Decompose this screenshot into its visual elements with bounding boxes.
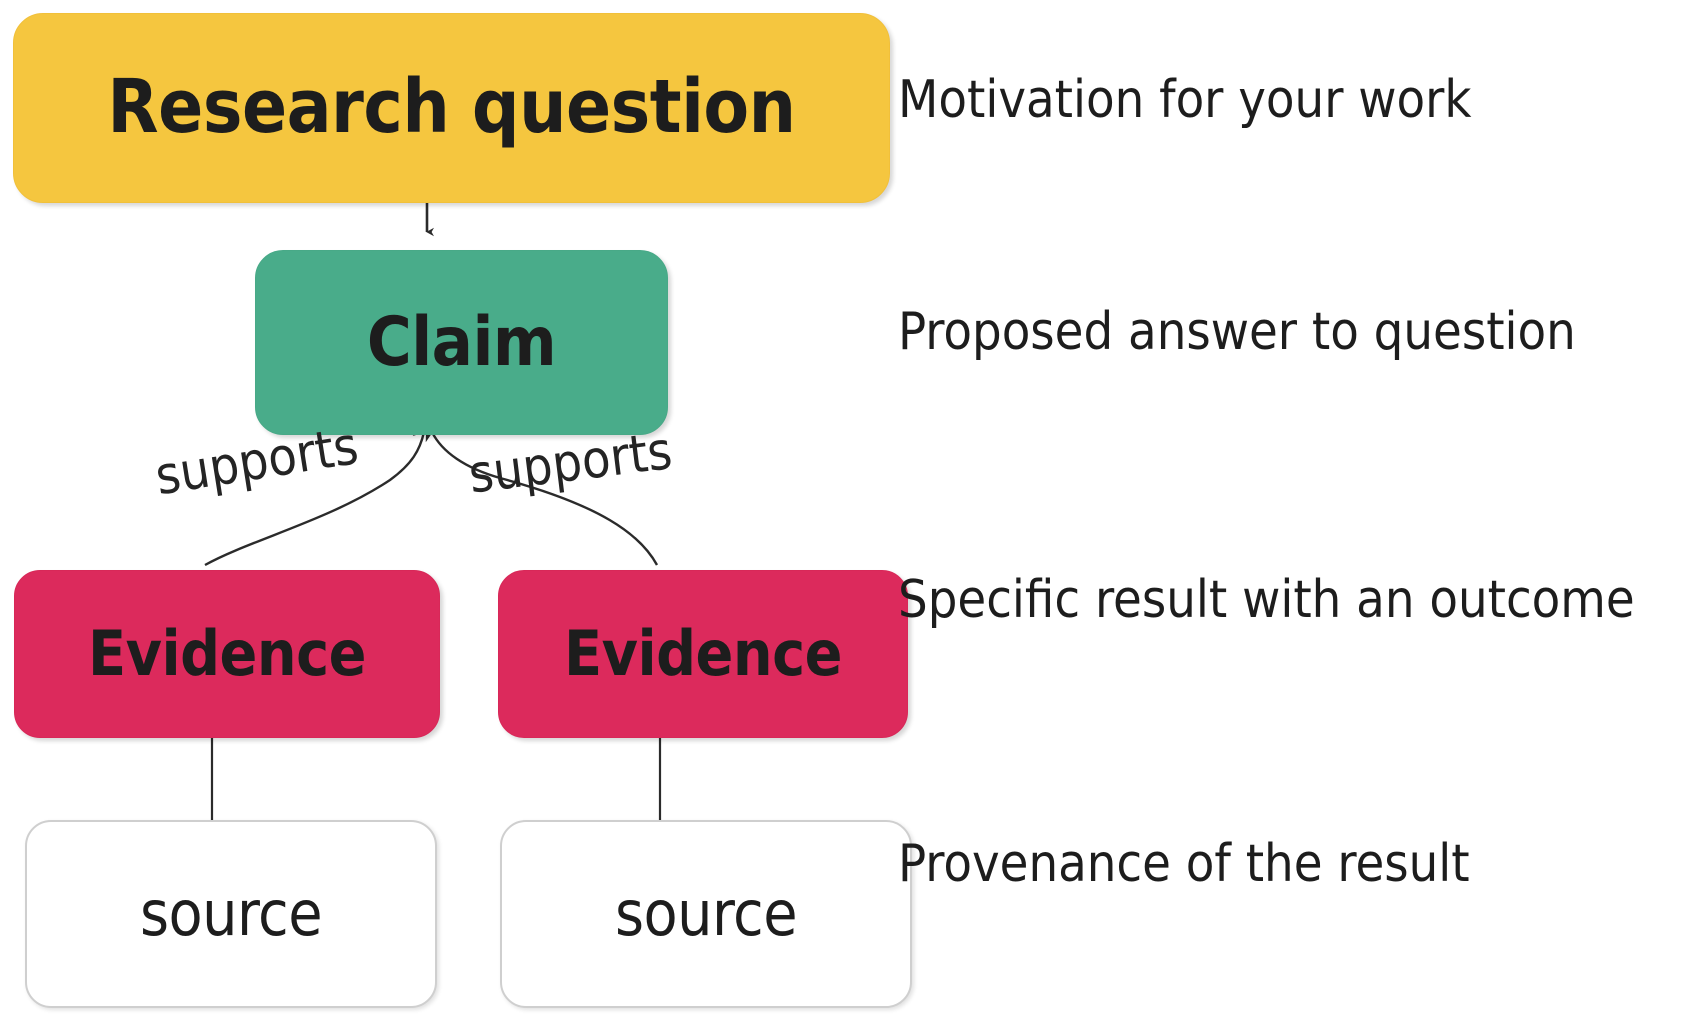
node-evidence-1[interactable]: Evidence	[14, 570, 440, 738]
node-research-question[interactable]: Research question	[13, 13, 890, 203]
node-evidence-2-label: Evidence	[564, 617, 842, 691]
node-evidence-2[interactable]: Evidence	[498, 570, 908, 738]
node-source-2[interactable]: source	[500, 820, 912, 1008]
node-claim-label: Claim	[366, 302, 557, 382]
node-source-1[interactable]: source	[25, 820, 437, 1008]
annotation-evidence: Specific result with an outcome	[898, 570, 1635, 630]
edge-label-supports-left: supports	[151, 416, 363, 508]
node-source-1-label: source	[139, 877, 323, 951]
node-claim[interactable]: Claim	[255, 250, 668, 435]
node-evidence-1-label: Evidence	[88, 617, 366, 691]
node-research-question-label: Research question	[107, 64, 796, 151]
annotation-claim: Proposed answer to question	[898, 302, 1576, 362]
edge-label-supports-right: supports	[465, 421, 676, 506]
node-source-2-label: source	[614, 877, 798, 951]
annotation-research-question: Motivation for your work	[898, 70, 1472, 130]
annotation-source: Provenance of the result	[898, 834, 1470, 894]
